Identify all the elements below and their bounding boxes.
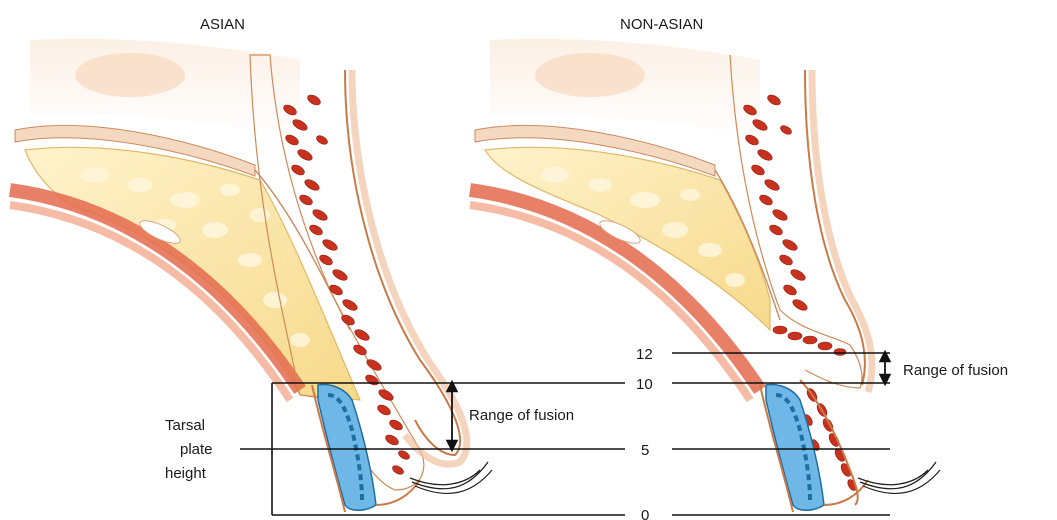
asian-eyelid-illustration [10,39,492,512]
range-of-fusion-left: Range of fusion [469,407,574,424]
panel-title-asian: ASIAN [200,16,245,33]
non-asian-eyelid-illustration [470,39,940,512]
tarsal-label-line1: Tarsal [165,417,205,434]
panel-title-non-asian: NON-ASIAN [620,16,703,33]
scale-label-12: 12 [636,346,653,363]
scale-label-0: 0 [641,507,649,520]
range-of-fusion-right: Range of fusion [903,362,1008,379]
scale-label-5: 5 [641,442,649,459]
scale-label-10: 10 [636,376,653,393]
tarsal-label-line3: height [165,465,207,482]
tarsal-label-line2: plate [180,441,213,458]
